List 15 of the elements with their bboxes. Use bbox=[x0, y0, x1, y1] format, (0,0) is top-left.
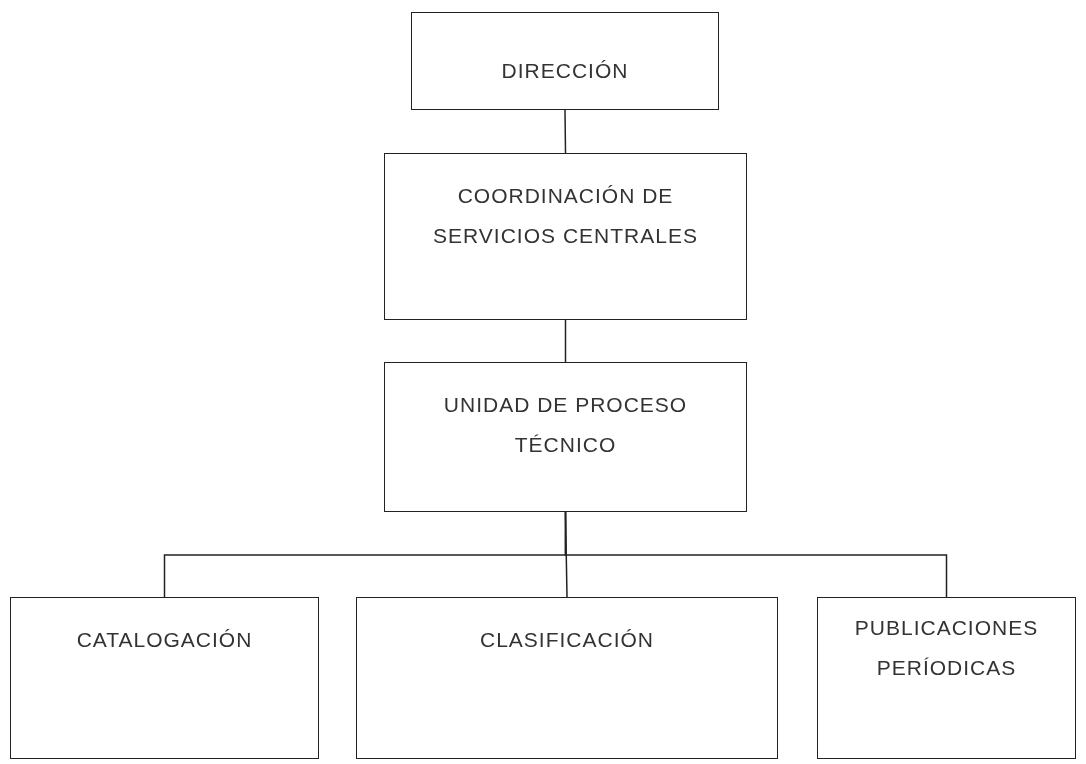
box-label: UNIDAD DE PROCESO TÉCNICO bbox=[442, 392, 689, 458]
org-box bbox=[411, 12, 719, 110]
org-box bbox=[384, 362, 747, 512]
connector-line bbox=[564, 511, 948, 598]
connector-line bbox=[564, 109, 567, 154]
connector-line bbox=[564, 319, 567, 363]
org-box bbox=[817, 597, 1076, 759]
box-label: CLASIFICACIÓN bbox=[480, 627, 654, 653]
org-box bbox=[356, 597, 778, 759]
box-label: PUBLICACIONES PERÍODICAS bbox=[853, 615, 1040, 681]
org-box bbox=[384, 153, 747, 320]
box-label: COORDINACIÓN DE SERVICIOS CENTRALES bbox=[432, 183, 699, 249]
box-label: DIRECCIÓN bbox=[501, 58, 629, 84]
org-box bbox=[10, 597, 319, 759]
box-label: CATALOGACIÓN bbox=[76, 627, 253, 653]
